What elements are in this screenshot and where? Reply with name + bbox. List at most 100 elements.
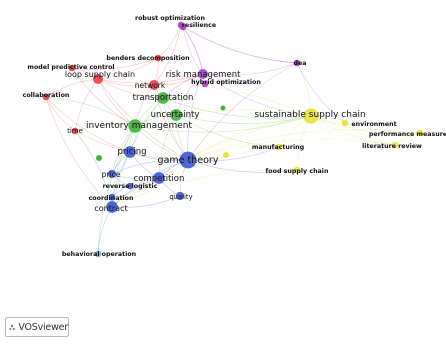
network-link [111,159,189,208]
network-link [71,67,136,127]
node-behavioral-operation[interactable] [94,250,102,258]
node-label-uncertainty[interactable]: uncertainty [151,110,200,120]
network-link [187,62,298,161]
network-link [187,128,421,161]
node-hybrid-optimization[interactable] [201,80,209,88]
network-link [158,114,177,179]
network-link [187,73,204,161]
network-link [153,24,182,86]
node-pricing[interactable] [124,146,136,158]
node-label-contract[interactable]: contract [94,204,127,213]
node-risk-management[interactable] [198,69,208,79]
network-dot [96,155,102,161]
node-label-robust-optimization[interactable]: robust optimization [135,15,205,22]
network-link [71,57,159,70]
network-link [162,97,312,119]
network-link [97,78,164,99]
network-link [187,138,396,161]
network-link [187,115,312,161]
network-link [180,24,298,64]
node-label-food-supply-chain[interactable]: food supply chain [266,168,329,175]
network-link [111,115,312,208]
node-label-coordination[interactable]: coordination [89,195,134,202]
node-label-competition[interactable]: competition [134,174,185,184]
vosviewer-logo-icon [9,324,15,330]
node-label-sustainable-supply-chain[interactable]: sustainable supply chain [254,110,365,120]
node-game-theory[interactable] [179,151,197,169]
node-label-transportation[interactable]: transportation [133,93,194,103]
network-link [111,169,298,208]
node-label-pricing[interactable]: pricing [117,147,146,157]
node-label-behavioral-operation[interactable]: behavioral operation [62,251,136,258]
node-network[interactable] [149,80,159,90]
node-loop-supply-chain[interactable] [93,74,103,84]
node-competition[interactable] [153,172,165,184]
node-label-literature-review[interactable]: literature review [362,143,422,150]
network-link [153,84,312,117]
node-price[interactable] [107,169,117,179]
node-label-inventory-management[interactable]: inventory management [86,121,192,131]
node-label-game-theory[interactable]: game theory [158,155,219,166]
network-dot [223,152,229,158]
node-literature-review[interactable] [391,141,399,149]
network-link [129,97,164,153]
node-uncertainty[interactable] [170,109,182,121]
network-link [175,114,312,124]
node-time[interactable] [71,127,79,135]
node-transportation[interactable] [157,92,169,104]
network-link [45,96,113,208]
node-label-model-predictive-control[interactable]: model predictive control [27,64,114,71]
node-label-benders-decomposition[interactable]: benders decomposition [106,55,189,62]
node-label-environment[interactable]: environment [351,121,396,128]
node-label-time[interactable]: time [67,127,83,135]
network-link [187,159,298,173]
node-coordination[interactable] [108,193,116,201]
node-label-collaboration[interactable]: collaboration [23,92,70,99]
node-label-risk-management[interactable]: risk management [166,70,242,80]
node-label-price[interactable]: price [102,170,121,179]
node-label-loop-supply-chain[interactable]: loop supply chain [65,70,135,79]
network-link [182,26,298,64]
node-dea[interactable] [293,59,301,67]
node-environment[interactable] [341,119,349,127]
node-reverse-logistic[interactable] [126,182,134,190]
node-benders-decomposition[interactable] [154,54,162,62]
network-dot [220,105,226,111]
network-link [202,73,312,117]
network-link [134,115,312,133]
node-label-network[interactable]: network [135,81,166,90]
node-layer [42,21,424,258]
node-contract[interactable] [106,201,118,213]
node-label-hybrid-optimization[interactable]: hybrid optimization [191,79,261,86]
network-link [175,114,280,148]
node-inventory-management[interactable] [128,119,142,133]
network-link [45,96,136,127]
node-collaboration[interactable] [42,93,50,101]
node-label-quality[interactable]: quality [169,193,192,201]
node-label-resilience[interactable]: resilience [182,22,216,29]
network-link [134,109,312,127]
vosviewer-badge[interactable]: VOSviewer [5,317,69,337]
network-link [153,84,189,161]
network-link [97,57,159,80]
network-link [45,96,76,132]
node-manufacturing[interactable] [275,143,283,151]
node-resilience[interactable] [179,23,187,31]
node-sustainable-supply-chain[interactable] [303,108,319,124]
network-link [45,96,131,153]
node-performance-measure[interactable] [416,129,424,137]
node-label-dea[interactable]: dea [293,60,306,67]
node-label-reverse-logistic[interactable]: reverse logistic [103,183,158,190]
node-food-supply-chain[interactable] [293,166,301,174]
node-quality[interactable] [175,191,185,201]
network-link [111,195,181,208]
network-link [296,62,346,124]
node-model-predictive-control[interactable] [68,64,76,72]
network-link [310,115,396,146]
network-link [157,24,182,59]
node-label-performance-measure[interactable]: performance measure [369,131,446,138]
network-link [344,122,396,146]
node-label-manufacturing[interactable]: manufacturing [252,144,304,151]
